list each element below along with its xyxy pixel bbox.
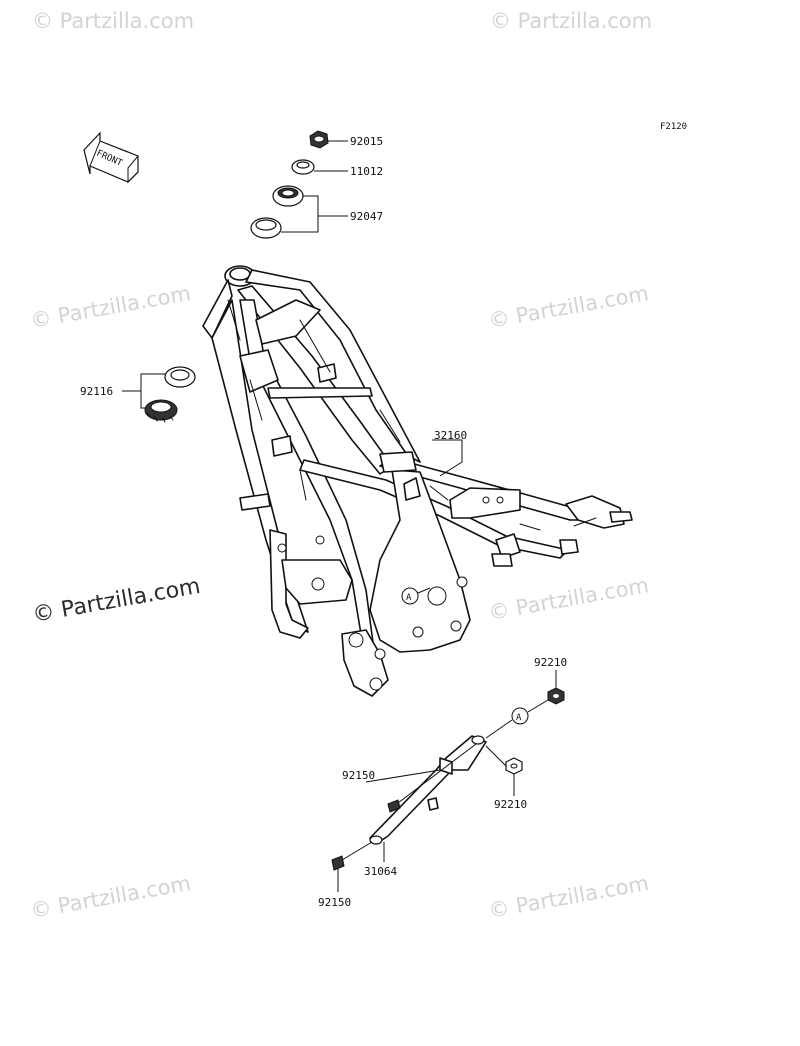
watermark: © Partzilla.com <box>487 573 651 625</box>
callout-a-frame: A <box>401 587 431 605</box>
callout-a-label: A <box>406 593 412 603</box>
bearing-92047-upper-icon <box>272 185 304 207</box>
nut-92015-icon <box>309 130 329 149</box>
nut-92210-upper-icon <box>547 687 565 705</box>
part-number-92210-lower: 92210 <box>494 798 527 811</box>
brace-31064 <box>369 735 487 845</box>
bolt-92150-upper-icon <box>387 799 401 813</box>
seals-92116 <box>122 366 196 423</box>
callout-a-label: A <box>516 713 522 723</box>
watermark: © Partzilla.com <box>29 871 193 923</box>
part-number-32160: 32160 <box>434 429 467 442</box>
part-number-92116: 92116 <box>80 385 113 398</box>
watermark: © Partzilla.com <box>487 281 651 333</box>
figure-code: F2120 <box>660 122 687 132</box>
bolt-92150-lower-icon <box>331 855 345 871</box>
washer-11012-icon <box>291 159 315 175</box>
seal-92116-lower-icon <box>144 399 178 423</box>
front-arrow-icon: FRONT <box>83 131 139 184</box>
watermark-group: © Partzilla.com © Partzilla.com © Partzi… <box>29 9 652 923</box>
part-number-92150-lower: 92150 <box>318 896 351 909</box>
part-number-92210-upper: 92210 <box>534 656 567 669</box>
watermark: © Partzilla.com <box>490 9 652 33</box>
watermark: © Partzilla.com <box>32 9 194 33</box>
part-number-31064: 31064 <box>364 865 397 878</box>
part-number-11012: 11012 <box>350 165 383 178</box>
watermark: © Partzilla.com <box>29 281 193 333</box>
seal-92116-upper-icon <box>164 366 196 388</box>
part-number-92015: 92015 <box>350 135 383 148</box>
bearing-92047-lower-icon <box>250 217 282 239</box>
part-number-92047: 92047 <box>350 210 383 223</box>
nut-92210-lower-icon <box>505 757 523 775</box>
callout-a-brace: A <box>511 707 529 725</box>
steering-parts <box>250 130 348 239</box>
part-number-92150-upper: 92150 <box>342 769 375 782</box>
watermark: © Partzilla.com <box>487 871 651 923</box>
frame-32160-icon <box>202 265 633 697</box>
watermark-main: © Partzilla.com <box>31 574 203 628</box>
